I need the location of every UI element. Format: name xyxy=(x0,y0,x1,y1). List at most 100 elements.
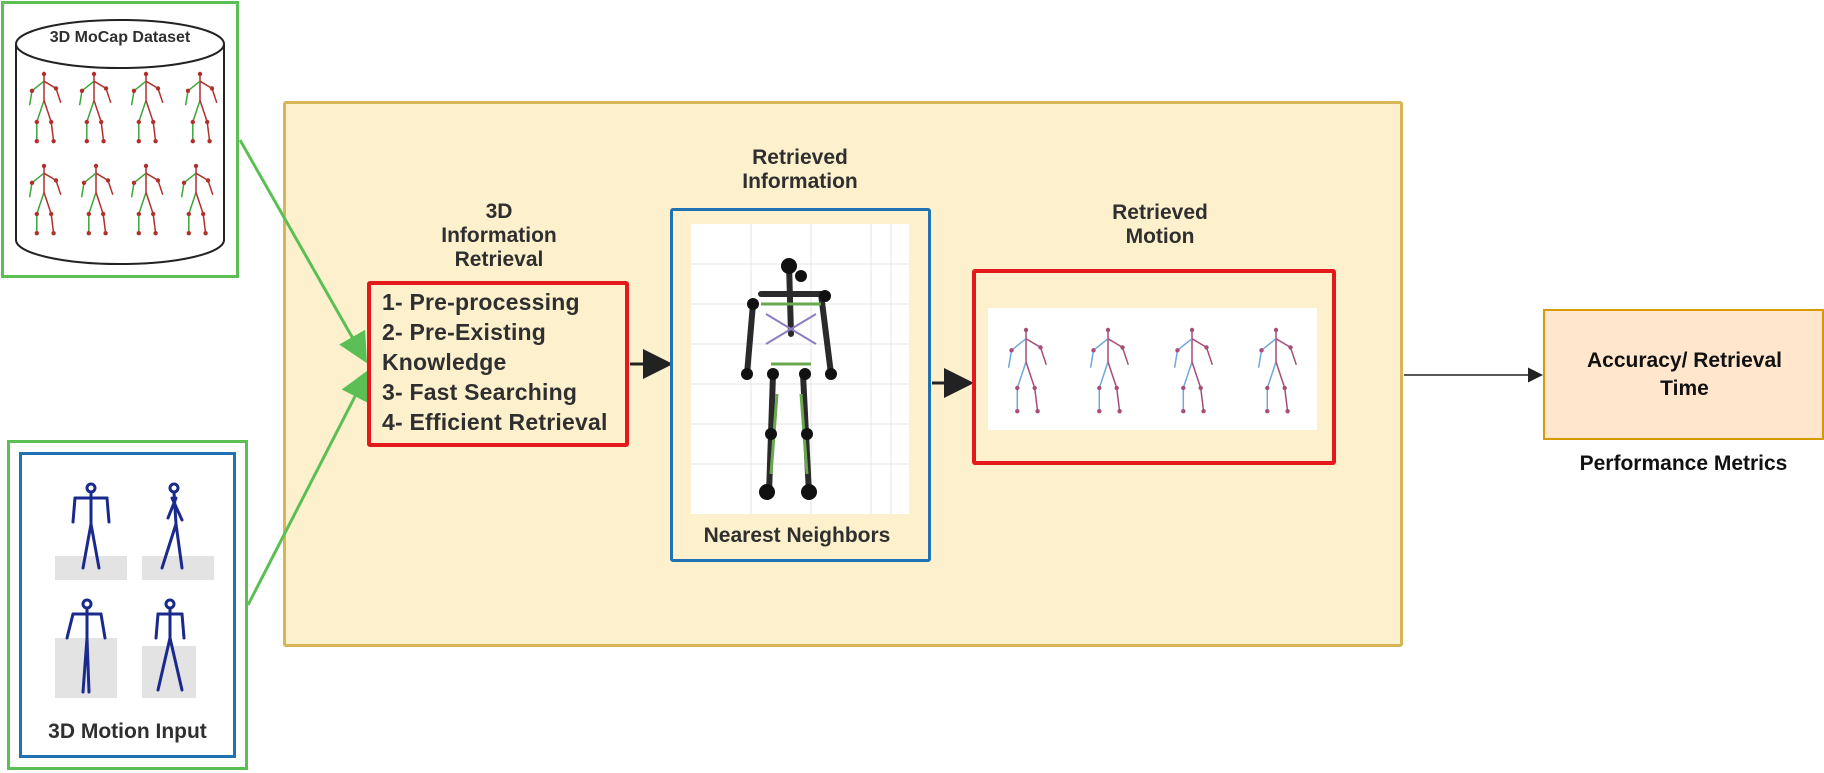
skeleton-joint xyxy=(1032,385,1037,391)
metrics-line: Time xyxy=(1660,377,1709,400)
skeleton-joint xyxy=(1023,327,1029,333)
skeleton-bone xyxy=(1266,361,1277,389)
skeleton-bone xyxy=(28,182,33,198)
retrieval-box xyxy=(367,281,629,447)
skeleton-bone xyxy=(1098,361,1109,389)
skeleton-joint xyxy=(86,211,92,217)
skeleton-joint xyxy=(136,119,141,125)
retrieval-step: 2- Pre-Existing xyxy=(382,319,547,345)
dataset-arrow xyxy=(238,139,367,364)
skeleton-joint xyxy=(41,71,47,77)
skeleton-bone xyxy=(1199,387,1205,412)
skeleton-bone xyxy=(1173,350,1179,368)
skeleton-joint xyxy=(1120,345,1125,350)
skeleton-joint xyxy=(1105,327,1111,333)
skeleton-bone xyxy=(130,90,135,106)
skeleton-joint xyxy=(53,178,59,183)
skeleton-joint xyxy=(41,163,47,169)
skeleton-joint xyxy=(205,178,211,183)
skeleton-bone xyxy=(86,100,95,123)
motion-input-sample xyxy=(55,478,127,580)
skeleton-bone xyxy=(78,90,83,106)
skeleton-bone xyxy=(206,121,211,142)
dataset-cylinder xyxy=(15,19,225,265)
skeleton-joint xyxy=(1015,409,1020,414)
skeleton-joint xyxy=(185,88,191,94)
skeleton-bone xyxy=(195,172,209,182)
skeleton-joint xyxy=(91,71,97,77)
skeleton-joint xyxy=(155,86,161,91)
skeleton-joint xyxy=(105,178,111,183)
metrics-line: Accuracy/ Retrieval xyxy=(1587,349,1782,372)
skeleton-joint xyxy=(34,211,39,217)
skeleton-joint xyxy=(84,119,90,125)
skeleton-joint xyxy=(136,211,141,217)
retrieval-step: 1- Pre-processing xyxy=(382,289,580,315)
skeleton-joint xyxy=(1259,348,1264,353)
skeleton-joint xyxy=(1009,348,1014,353)
nearest-neighbors-caption: Nearest Neighbors xyxy=(703,524,891,547)
skeleton-bone xyxy=(199,100,208,123)
skeleton-joint xyxy=(1282,385,1287,391)
skeleton-joint xyxy=(190,139,195,144)
skeleton-bone xyxy=(55,180,62,196)
skeleton-bone xyxy=(133,172,147,184)
skeleton-joint xyxy=(205,119,210,125)
skeleton-joint xyxy=(203,231,208,236)
nearest-neighbors-image xyxy=(691,224,909,514)
motion-input-inner-frame xyxy=(19,452,236,758)
skeleton-bone xyxy=(88,192,97,215)
skeleton-joint xyxy=(34,139,39,144)
skeleton-joint xyxy=(53,86,59,91)
skeleton-bone xyxy=(211,88,218,104)
skeleton-bone xyxy=(50,213,55,234)
performance-metrics-label: Accuracy/ Retrieval Time xyxy=(1553,347,1816,403)
retrieval-heading: 3D Information Retrieval xyxy=(414,200,584,272)
skeleton-joint xyxy=(99,119,104,125)
retrieved-info-heading-line: Retrieved xyxy=(752,146,848,169)
skeleton-joint xyxy=(143,71,149,77)
retrieval-step: 4- Efficient Retrieval xyxy=(382,409,608,435)
skeleton-bone xyxy=(145,172,159,182)
skeleton-bone xyxy=(1182,361,1193,389)
retrieved-motion-heading-line: Motion xyxy=(1125,225,1195,248)
performance-metrics-caption: Performance Metrics xyxy=(1579,452,1788,475)
skeleton-bone xyxy=(1121,347,1130,366)
skeleton-joint xyxy=(131,180,137,185)
skeleton-joint xyxy=(1097,409,1102,414)
skeleton-joint xyxy=(151,119,156,125)
skeleton-joint xyxy=(193,163,199,169)
skeleton-bone xyxy=(1025,361,1036,389)
skeleton-joint xyxy=(1285,409,1290,414)
skeleton-bone xyxy=(43,100,52,123)
skeleton-bone xyxy=(199,80,213,90)
retrieval-step: Knowledge xyxy=(382,349,507,375)
retrieval-step: 3- Fast Searching xyxy=(382,379,578,405)
skeleton-bone xyxy=(157,180,164,196)
skeleton-bone xyxy=(145,192,154,215)
motion-input-sample xyxy=(55,598,127,700)
input-arrow xyxy=(246,369,369,606)
skeleton-joint xyxy=(101,211,106,217)
skeleton-joint xyxy=(1117,409,1122,414)
skeleton-bone xyxy=(31,172,45,184)
skeleton-joint xyxy=(153,139,158,144)
skeleton-joint xyxy=(49,211,54,217)
skeleton-joint xyxy=(49,119,54,125)
skeleton-joint xyxy=(103,86,109,91)
skeleton-bone xyxy=(133,80,147,92)
skeleton-bone xyxy=(107,180,114,196)
skeleton-bone xyxy=(1275,338,1291,349)
skeleton-bone xyxy=(1016,361,1027,389)
skeleton-joint xyxy=(153,231,158,236)
skeleton-bone xyxy=(195,192,204,215)
skeleton-bone xyxy=(187,80,201,92)
skeleton-bone xyxy=(1205,347,1214,366)
skeleton-bone xyxy=(43,80,57,90)
stick-figure-icon xyxy=(142,482,214,580)
skeleton-bone xyxy=(152,121,157,142)
skeleton-joint xyxy=(29,88,35,94)
skeleton-joint xyxy=(84,139,90,144)
skeleton-joint xyxy=(1015,385,1020,391)
skeleton-bone xyxy=(1033,387,1039,412)
